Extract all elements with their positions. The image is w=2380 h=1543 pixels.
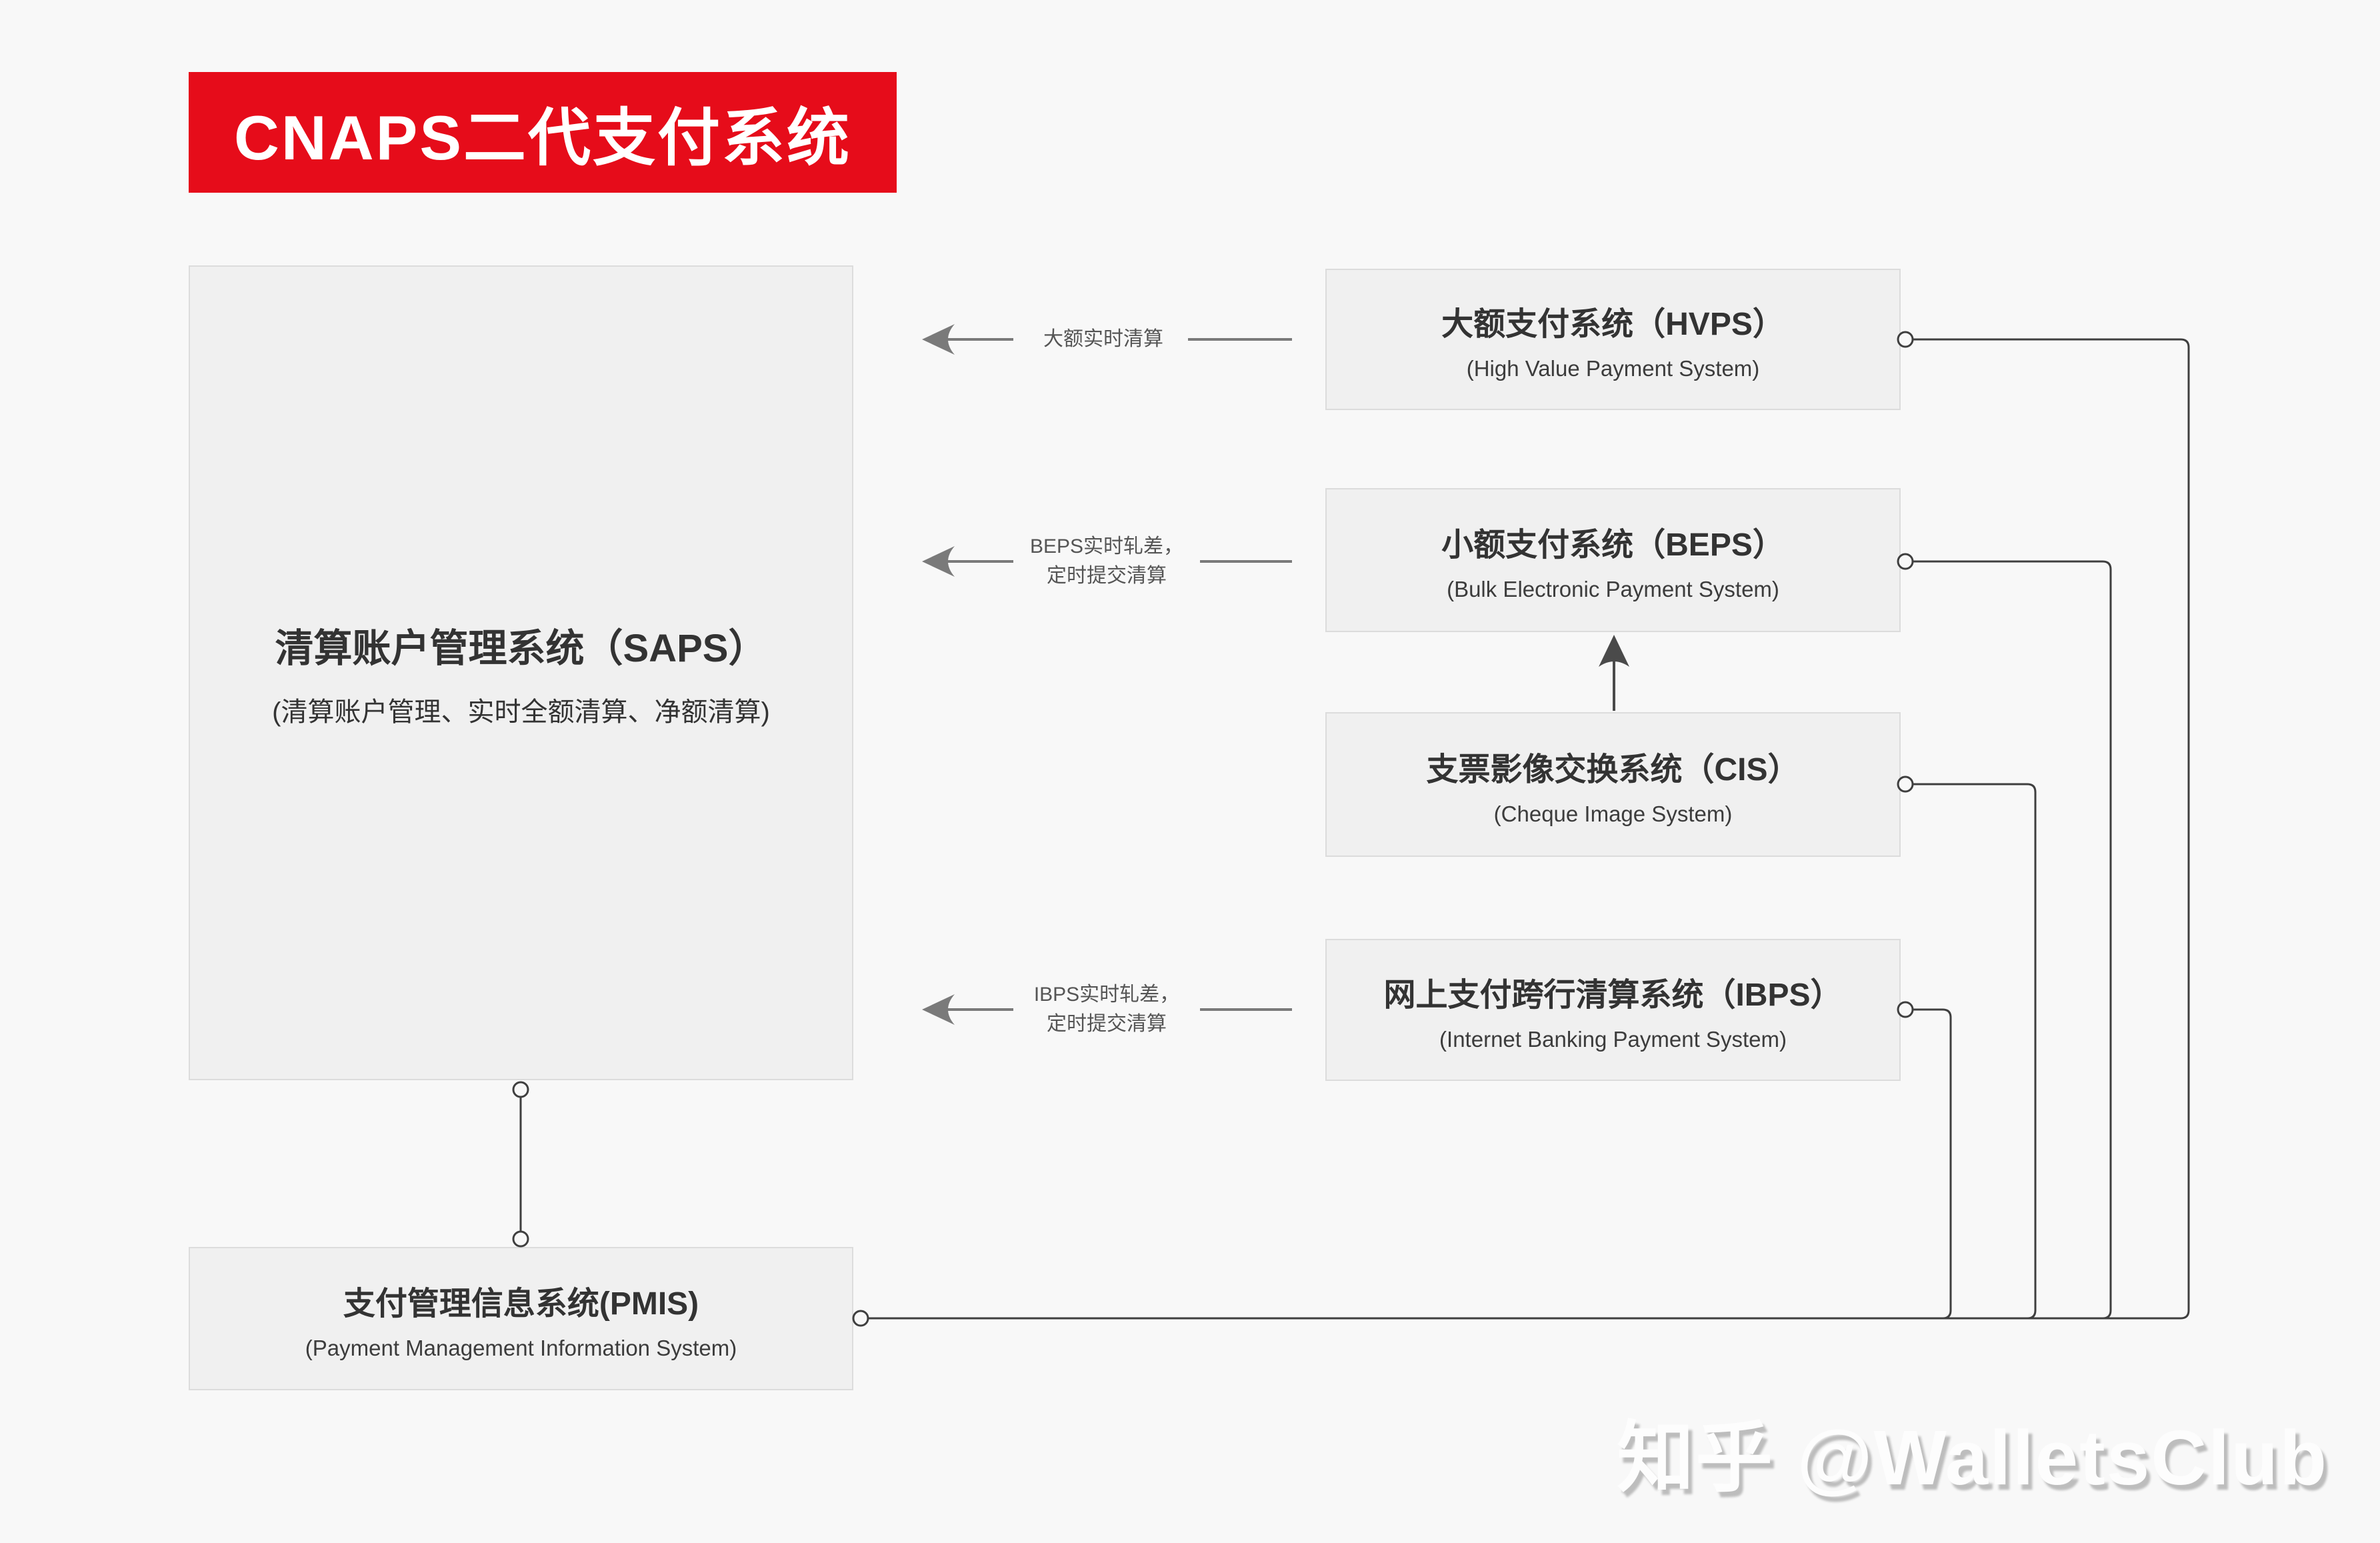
edge-cis-to-beps xyxy=(1599,635,1629,711)
edge-label-hvps-saps-text: 大额实时清算 xyxy=(1043,328,1163,350)
node-pmis-title: 支付管理信息系统(PMIS) xyxy=(343,1286,699,1322)
arrowhead-up-icon xyxy=(1599,635,1629,667)
pmis-port-circle xyxy=(852,1310,869,1327)
node-cis-subtitle: (Cheque Image System) xyxy=(1493,801,1733,826)
edge-saps-to-pmis xyxy=(512,1081,529,1248)
node-beps-title: 小额支付系统（BEPS） xyxy=(1441,527,1785,563)
node-saps-title: 清算账户管理系统（SAPS） xyxy=(275,627,767,670)
node-ibps: 网上支付跨行清算系统（IBPS） (Internet Banking Payme… xyxy=(1325,939,1901,1081)
edge-label-beps-saps: BEPS实时轧差， 定时提交清算 xyxy=(1013,532,1200,591)
node-ibps-title: 网上支付跨行清算系统（IBPS） xyxy=(1383,977,1843,1013)
edge-label-hvps-saps: 大额实时清算 xyxy=(1013,325,1193,354)
node-hvps-subtitle: (High Value Payment System) xyxy=(1466,356,1760,381)
arrowhead-left-icon xyxy=(922,546,955,577)
diagram-title-banner: CNAPS二代支付系统 xyxy=(189,72,897,193)
node-beps: 小额支付系统（BEPS） (Bulk Electronic Payment Sy… xyxy=(1325,488,1901,632)
node-cis-title: 支票影像交换系统（CIS） xyxy=(1426,751,1800,788)
edge-label-beps-saps-line1: BEPS实时轧差， xyxy=(1029,535,1184,557)
node-cis: 支票影像交换系统（CIS） (Cheque Image System) xyxy=(1325,712,1901,857)
diagram-title: CNAPS二代支付系统 xyxy=(233,102,852,173)
edge-label-ibps-saps: IBPS实时轧差， 定时提交清算 xyxy=(1013,980,1200,1039)
node-hvps: 大额支付系统（HVPS） (High Value Payment System) xyxy=(1325,269,1901,410)
node-ibps-subtitle: (Internet Banking Payment System) xyxy=(1439,1026,1787,1052)
edge-label-ibps-saps-line2: 定时提交清算 xyxy=(1047,1013,1167,1035)
node-saps-subtitle: (清算账户管理、实时全额清算、净额清算) xyxy=(272,697,770,727)
saps-bottom-port-circle xyxy=(512,1081,529,1098)
node-pmis: 支付管理信息系统(PMIS) (Payment Management Infor… xyxy=(189,1247,853,1390)
watermark: 知乎 @WalletsClub xyxy=(1617,1414,2328,1501)
arrowhead-left-icon xyxy=(922,324,955,355)
node-beps-subtitle: (Bulk Electronic Payment System) xyxy=(1447,577,1779,601)
node-pmis-subtitle: (Payment Management Information System) xyxy=(305,1335,737,1360)
node-saps: 清算账户管理系统（SAPS） (清算账户管理、实时全额清算、净额清算) xyxy=(189,265,853,1080)
edge-label-ibps-saps-line1: IBPS实时轧差， xyxy=(1033,984,1180,1006)
arrowhead-left-icon xyxy=(922,994,955,1025)
pmis-top-port-circle xyxy=(512,1230,529,1248)
node-hvps-title: 大额支付系统（HVPS） xyxy=(1441,307,1785,342)
edge-label-beps-saps-line2: 定时提交清算 xyxy=(1047,565,1167,587)
